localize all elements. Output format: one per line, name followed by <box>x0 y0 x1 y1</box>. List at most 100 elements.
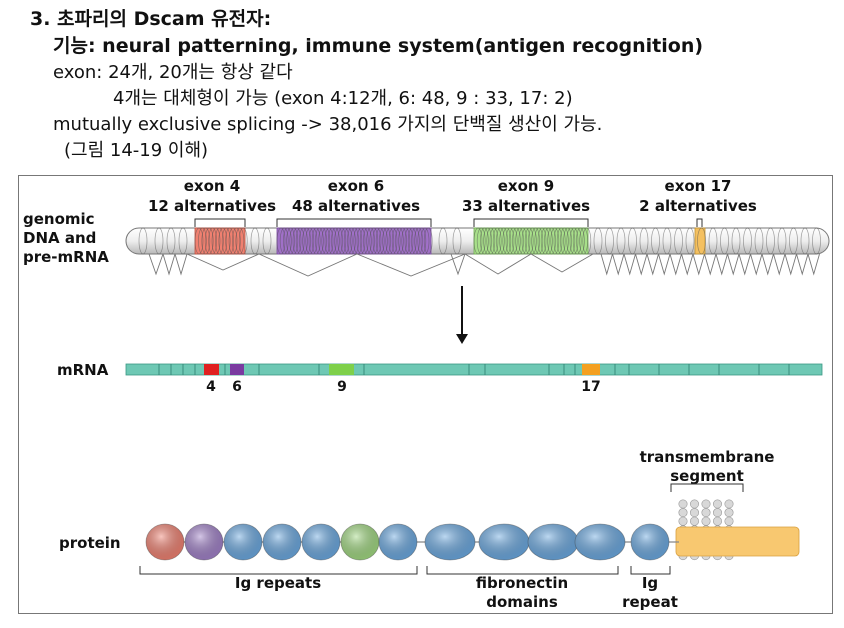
domain-shading <box>379 524 417 560</box>
splice-junction <box>738 253 751 276</box>
splice-junction <box>174 253 188 276</box>
membrane-lipid-head <box>689 499 699 509</box>
mrna-body <box>125 363 823 376</box>
tube-ring <box>324 227 334 255</box>
tube-ring <box>318 227 327 255</box>
splice-junction <box>623 253 636 276</box>
down-arrow-icon <box>456 286 468 344</box>
mrna-label: mRNA <box>57 361 109 379</box>
exon17-cluster <box>694 227 706 255</box>
tube-ring <box>508 227 518 255</box>
splice-junction <box>148 253 164 276</box>
mrna-exon-boundaries <box>158 364 790 375</box>
tube-ring <box>235 227 245 255</box>
tube-ring <box>743 227 752 255</box>
membrane-lipid-head <box>712 516 722 526</box>
tube-ring <box>283 227 292 255</box>
tube-ring <box>407 227 417 255</box>
tube-ring <box>221 227 231 255</box>
tube-ring <box>473 227 483 255</box>
tube-ring <box>238 227 248 255</box>
tube-ring <box>138 227 148 255</box>
tube-ring <box>363 227 372 255</box>
membrane-lipid-head <box>712 508 722 518</box>
domain-shading <box>224 524 262 560</box>
splice-junction <box>258 253 358 277</box>
tube-ring <box>593 227 603 255</box>
tube-ring <box>420 227 430 255</box>
tube-ring <box>556 227 566 255</box>
tube-ring <box>215 227 224 255</box>
tube-ring <box>379 227 388 255</box>
splice-junction <box>450 253 466 276</box>
exon6-bracket <box>276 218 432 227</box>
tube-ring <box>569 227 579 255</box>
fibronectin-label-2: domains <box>486 593 558 611</box>
tube-ring <box>292 227 302 255</box>
tube-ring <box>560 227 569 255</box>
membrane-lipid-head <box>701 516 711 526</box>
splice-junction <box>681 253 694 276</box>
tube-ring <box>777 227 787 255</box>
tube-ring <box>685 227 695 255</box>
tube-ring <box>731 227 741 255</box>
dscam-diagram-svg: genomic DNA and pre-mRNA exon 4 12 alter… <box>23 177 830 611</box>
tube-ring <box>198 227 207 255</box>
tube-ring <box>262 227 272 255</box>
tube-ring <box>166 227 176 255</box>
tube-ring <box>305 227 315 255</box>
tube-ring <box>350 227 359 255</box>
membrane-lipid-head <box>701 499 711 509</box>
tube-ring <box>334 227 343 255</box>
domain-shading <box>302 524 340 560</box>
splice-junction <box>773 253 786 276</box>
alternative-exons-line: 4개는 대체형이 가능 (exon 4:12개, 6: 48, 9 : 33, … <box>113 88 573 109</box>
tube-ring <box>404 227 414 255</box>
genomic-label-1: genomic <box>23 210 95 228</box>
tube-ring <box>321 227 331 255</box>
tube-ring <box>476 227 486 255</box>
tube-ring <box>521 227 531 255</box>
tube-ring <box>279 227 289 255</box>
ig-repeats-bracket <box>139 566 418 575</box>
tube-ring <box>382 227 391 255</box>
tube-ring <box>483 227 492 255</box>
tube-ring <box>276 227 286 255</box>
domain-brackets <box>139 566 671 575</box>
domain-shading <box>575 524 625 560</box>
membrane-lipid-head <box>689 516 699 526</box>
tube-ring <box>492 227 502 255</box>
domain-shading <box>631 524 669 560</box>
splice-junction <box>704 253 717 276</box>
ig-repeat-label-2: repeat <box>622 593 678 611</box>
splice-junction-lines <box>148 253 820 277</box>
slide-heading: 3. 초파리의 Dscam 유전자: <box>30 8 272 30</box>
membrane-lipid-head <box>678 508 688 518</box>
tube-ring <box>302 227 311 255</box>
tube-ring <box>337 227 347 255</box>
exon4-name: exon 4 <box>184 177 241 195</box>
tube-ring <box>697 227 706 255</box>
splice-junction <box>600 253 613 276</box>
mrna-mark-6: 6 <box>232 379 242 395</box>
tube-ring <box>480 227 489 255</box>
tube-ring <box>550 227 560 255</box>
transmembrane-label-1: transmembrane <box>640 448 775 466</box>
tube-ring <box>486 227 496 255</box>
splice-junction <box>669 253 682 276</box>
tube-ring <box>375 227 385 255</box>
tube-ring <box>651 227 660 255</box>
tube-ring <box>496 227 505 255</box>
tube-ring <box>452 227 462 255</box>
tube-ring <box>628 227 637 255</box>
splice-junction <box>715 253 728 276</box>
transmembrane-bracket <box>670 483 744 492</box>
fibronectin-label-1: fibronectin <box>476 574 568 592</box>
splice-junction <box>356 253 466 277</box>
splice-junction <box>692 253 705 276</box>
tube-ring <box>800 227 810 255</box>
mrna-strip <box>125 363 823 376</box>
domain-shading <box>425 524 475 560</box>
tube-ring <box>218 227 228 255</box>
ig-repeats-label: Ig repeats <box>235 574 321 592</box>
